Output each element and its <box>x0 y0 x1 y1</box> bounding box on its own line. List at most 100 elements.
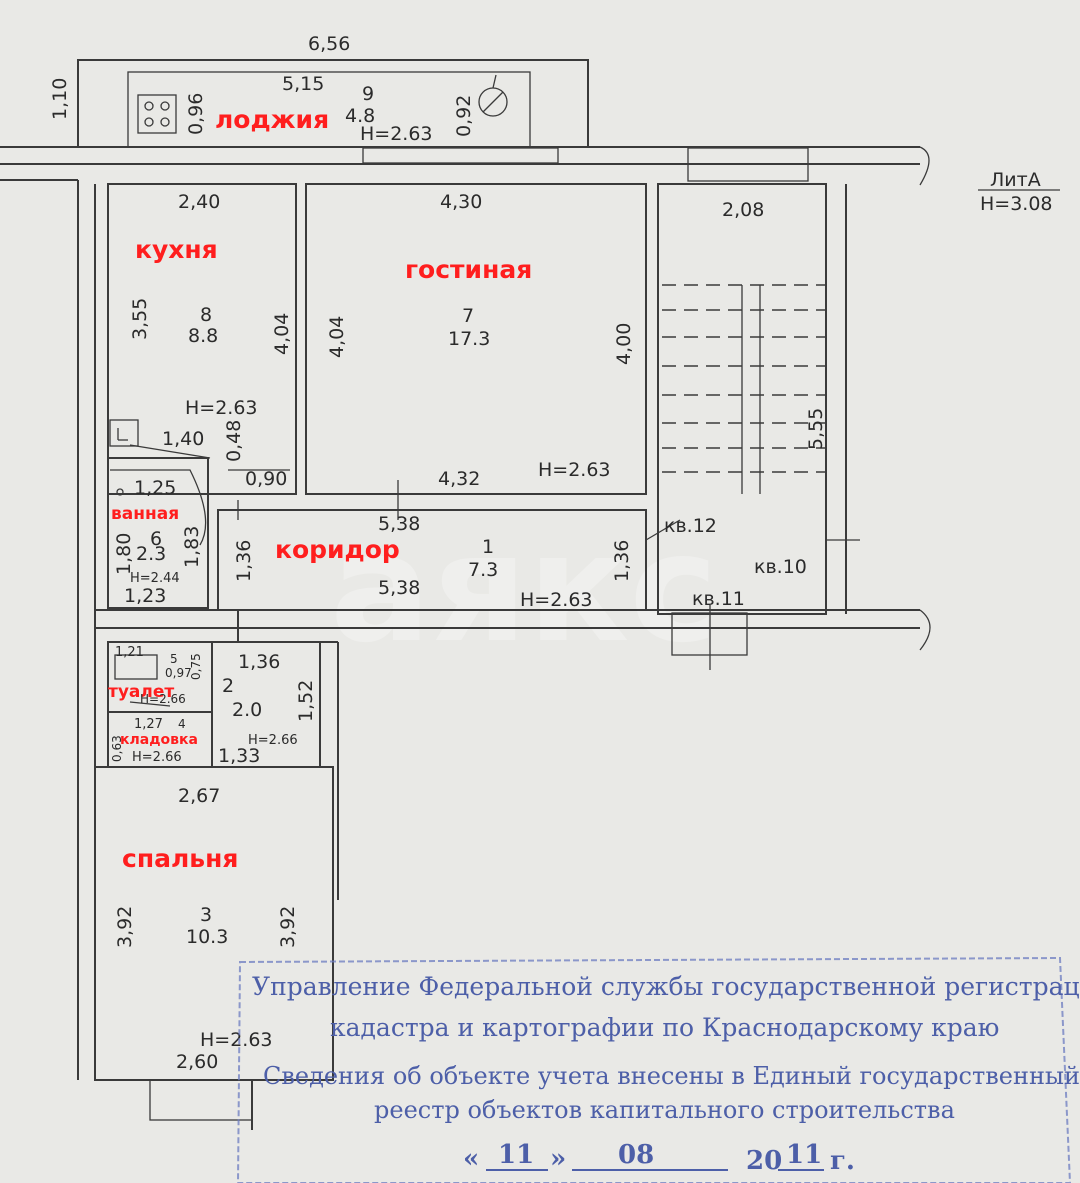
watermark: аякс <box>330 502 718 676</box>
loggia-num: 9 <box>362 83 374 105</box>
room-label-bedroom: спальня <box>122 844 238 873</box>
bath-area: 2.3 <box>136 543 166 565</box>
dim-090: 0,90 <box>245 468 287 490</box>
stamp-year-mark: г. <box>830 1146 855 1176</box>
toilet-storage: 1,21 5 0,97 0,75 туалет Н=2.66 1,27 4 кл… <box>108 645 317 767</box>
dim-bed-h-right: 3,92 <box>277 906 299 948</box>
hall2-area: 2.0 <box>232 699 262 721</box>
stamp-line4: реестр объектов капитального строительст… <box>374 1096 955 1124</box>
details <box>109 419 399 707</box>
dim-bath-w2: 1,23 <box>124 585 166 607</box>
bedroom-area: 10.3 <box>186 926 228 948</box>
dim-corr-w-top: 5,38 <box>378 513 420 535</box>
stamp-year-suffix: 11 <box>786 1140 822 1170</box>
dim-corr-h-left: 1,36 <box>233 540 255 582</box>
dim-living-w-top: 4,30 <box>440 191 482 213</box>
dim-kitchen-h2: 4,04 <box>271 313 293 355</box>
literal-height: Н=3.08 <box>980 193 1053 215</box>
corridor-num: 1 <box>482 536 494 558</box>
dim-stair-w: 2,08 <box>722 199 764 221</box>
toilet-icon <box>114 654 158 680</box>
bedroom-num: 3 <box>200 904 212 926</box>
registration-stamp: Управление Федеральной службы государств… <box>236 956 1080 1183</box>
bathroom: 1,40 0,48 0,90 1,25 ванная 1,80 1,83 6 2… <box>111 420 287 607</box>
room-label-storage: кладовка <box>120 732 198 748</box>
hall2-height: Н=2.66 <box>248 733 298 748</box>
dim-loggia-len: 5,15 <box>282 73 324 95</box>
stamp-date-close: » <box>550 1144 566 1174</box>
dim-bath-h1: 1,80 <box>113 533 135 575</box>
dim-loggia-w1: 0,96 <box>185 93 207 135</box>
stamp-year-prefix: 20 <box>746 1146 782 1176</box>
stamp-line1: Управление Федеральной службы государств… <box>252 972 1080 1001</box>
dim-corr-h-right: 1,36 <box>611 540 633 582</box>
dim-storage-h: 0,63 <box>110 735 124 762</box>
dim-living-h-right: 4,00 <box>613 323 635 365</box>
storage-height: Н=2.66 <box>132 750 182 765</box>
dim-hall2-w2: 1,33 <box>218 745 260 767</box>
dim-toilet-w: 1,21 <box>115 645 144 660</box>
stove-icon <box>137 94 177 134</box>
dim-kitchen-h1: 3,55 <box>129 298 151 340</box>
corridor-height: Н=2.63 <box>520 589 593 611</box>
loggia: лоджия 9 4.8 Н=2.63 6,56 5,15 1,10 0,96 … <box>0 33 930 186</box>
kitchen-height: Н=2.63 <box>185 397 258 419</box>
dim-corr-w-bottom: 5,38 <box>378 577 420 599</box>
dim-toilet-d1: 0,97 <box>165 666 192 680</box>
dim-bath-w: 1,25 <box>134 477 176 499</box>
bedroom: 2,67 спальня 3,92 3,92 3 10.3 Н=2.63 2,6… <box>114 785 299 1073</box>
apt-12: кв.12 <box>664 515 717 537</box>
stamp-line3: Сведения об объекте учета внесены в Един… <box>263 1062 1080 1090</box>
loggia-area: 4.8 <box>345 105 375 127</box>
room-label-kitchen: кухня <box>135 235 218 264</box>
apt-11: кв.11 <box>692 588 745 610</box>
room-label-loggia: лоджия <box>215 105 329 134</box>
bath-num: 6 <box>150 528 162 550</box>
room-label-corridor: коридор <box>275 535 400 564</box>
staircase <box>645 284 860 541</box>
loggia-height: Н=2.63 <box>360 123 433 145</box>
living-num: 7 <box>462 305 474 327</box>
dim-kitchen-w: 2,40 <box>178 191 220 213</box>
dim-storage-w: 1,27 <box>134 717 163 732</box>
stamp-date-open: « <box>463 1144 479 1174</box>
toilet-num: 5 <box>170 652 178 666</box>
main-walls <box>0 179 931 1130</box>
dim-toilet-d2: 0,75 <box>189 653 203 680</box>
stamp-day: 11 <box>498 1140 534 1170</box>
corridor-area: 7.3 <box>468 559 498 581</box>
stamp-line2: кадастра и картографии по Краснодарскому… <box>330 1013 999 1042</box>
bedroom-height: Н=2.63 <box>200 1029 273 1051</box>
storage-num: 4 <box>178 717 186 731</box>
dim-stair-h: 5,55 <box>805 408 827 450</box>
dim-living-h-left: 4,04 <box>326 316 348 358</box>
living-room: гостиная 4,30 4,04 4,00 7 17.3 4,32 Н=2.… <box>326 191 635 490</box>
apt-10: кв.10 <box>754 556 807 578</box>
corridor: 5,38 коридор 1,36 1,36 1 7.3 5,38 Н=2.63 <box>233 513 633 611</box>
kitchen-num: 8 <box>200 304 212 326</box>
dim-140: 1,40 <box>162 428 204 450</box>
room-label-bath: ванная <box>111 504 179 524</box>
kitchen-area: 8.8 <box>188 325 218 347</box>
living-area: 17.3 <box>448 328 490 350</box>
room-label-living: гостиная <box>405 255 532 284</box>
dim-living-w-bottom: 4,32 <box>438 468 480 490</box>
kitchen: кухня 2,40 3,55 4,04 8 8.8 Н=2.63 <box>129 191 293 419</box>
literal-name: ЛитА <box>990 169 1041 191</box>
toilet-height: Н=2.66 <box>140 692 186 706</box>
dim-bed-w-bottom: 2,60 <box>176 1051 218 1073</box>
dim-hall2-h: 1,52 <box>295 680 317 722</box>
room-label-toilet: туалет <box>108 682 174 702</box>
dim-bed-h-left: 3,92 <box>114 906 136 948</box>
bath-height: Н=2.44 <box>130 571 180 586</box>
hall2-num: 2 <box>222 675 234 697</box>
stamp-month: 08 <box>618 1140 654 1170</box>
dim-loggia-left: 1,10 <box>49 78 71 120</box>
dim-bath-h2: 1,83 <box>181 526 203 568</box>
dim-hall2-w: 1,36 <box>238 651 280 673</box>
dim-048: 0,48 <box>223 420 245 462</box>
dim-bed-w-top: 2,67 <box>178 785 220 807</box>
living-height: Н=2.63 <box>538 459 611 481</box>
dim-total-top: 6,56 <box>308 33 350 55</box>
